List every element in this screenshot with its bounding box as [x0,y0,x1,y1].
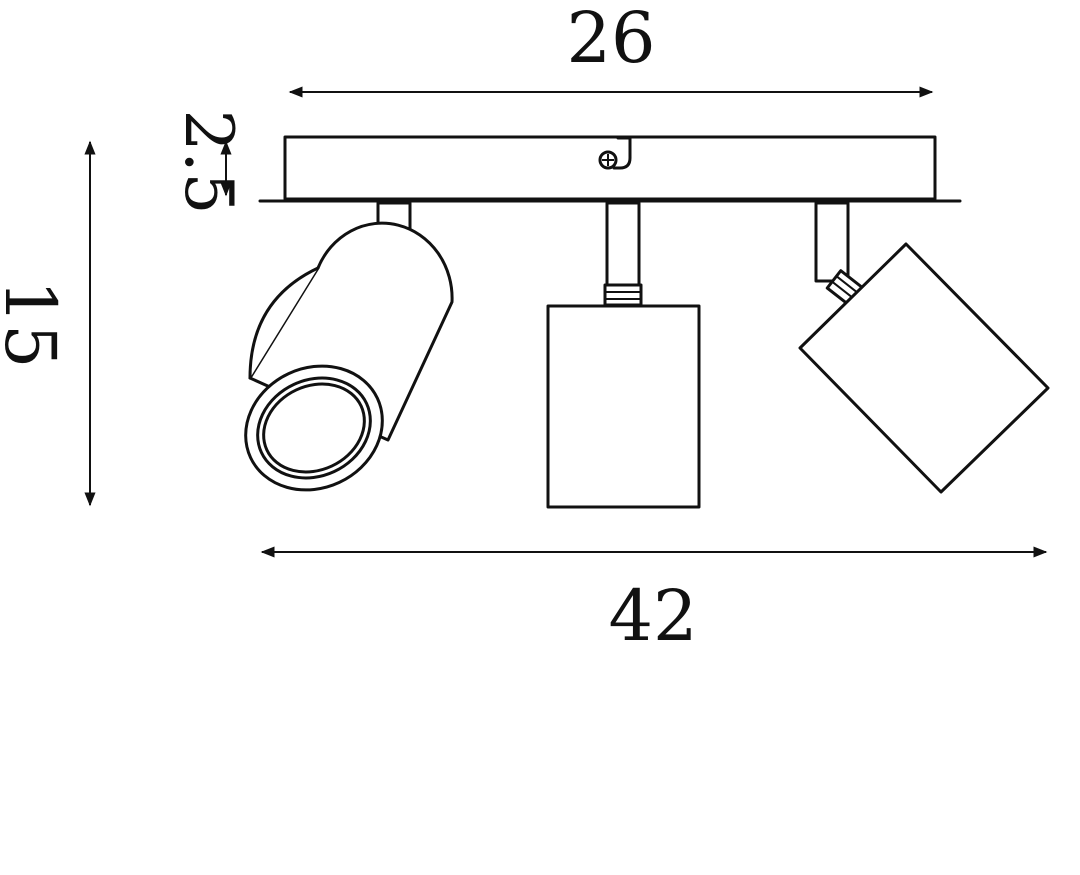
spotlight-middle [546,201,701,509]
dimension-label-top-width: 26 [566,0,655,79]
dimension-label-plate-height: 2.5 [170,110,247,215]
dimension-label-total-height: 15 [0,279,71,368]
spotlight-left [244,201,454,492]
dimension-label-total-width: 42 [608,575,697,657]
spotlight-right [798,201,1050,494]
mounting-screw-icon [598,136,632,170]
ceiling-plate [258,135,962,203]
